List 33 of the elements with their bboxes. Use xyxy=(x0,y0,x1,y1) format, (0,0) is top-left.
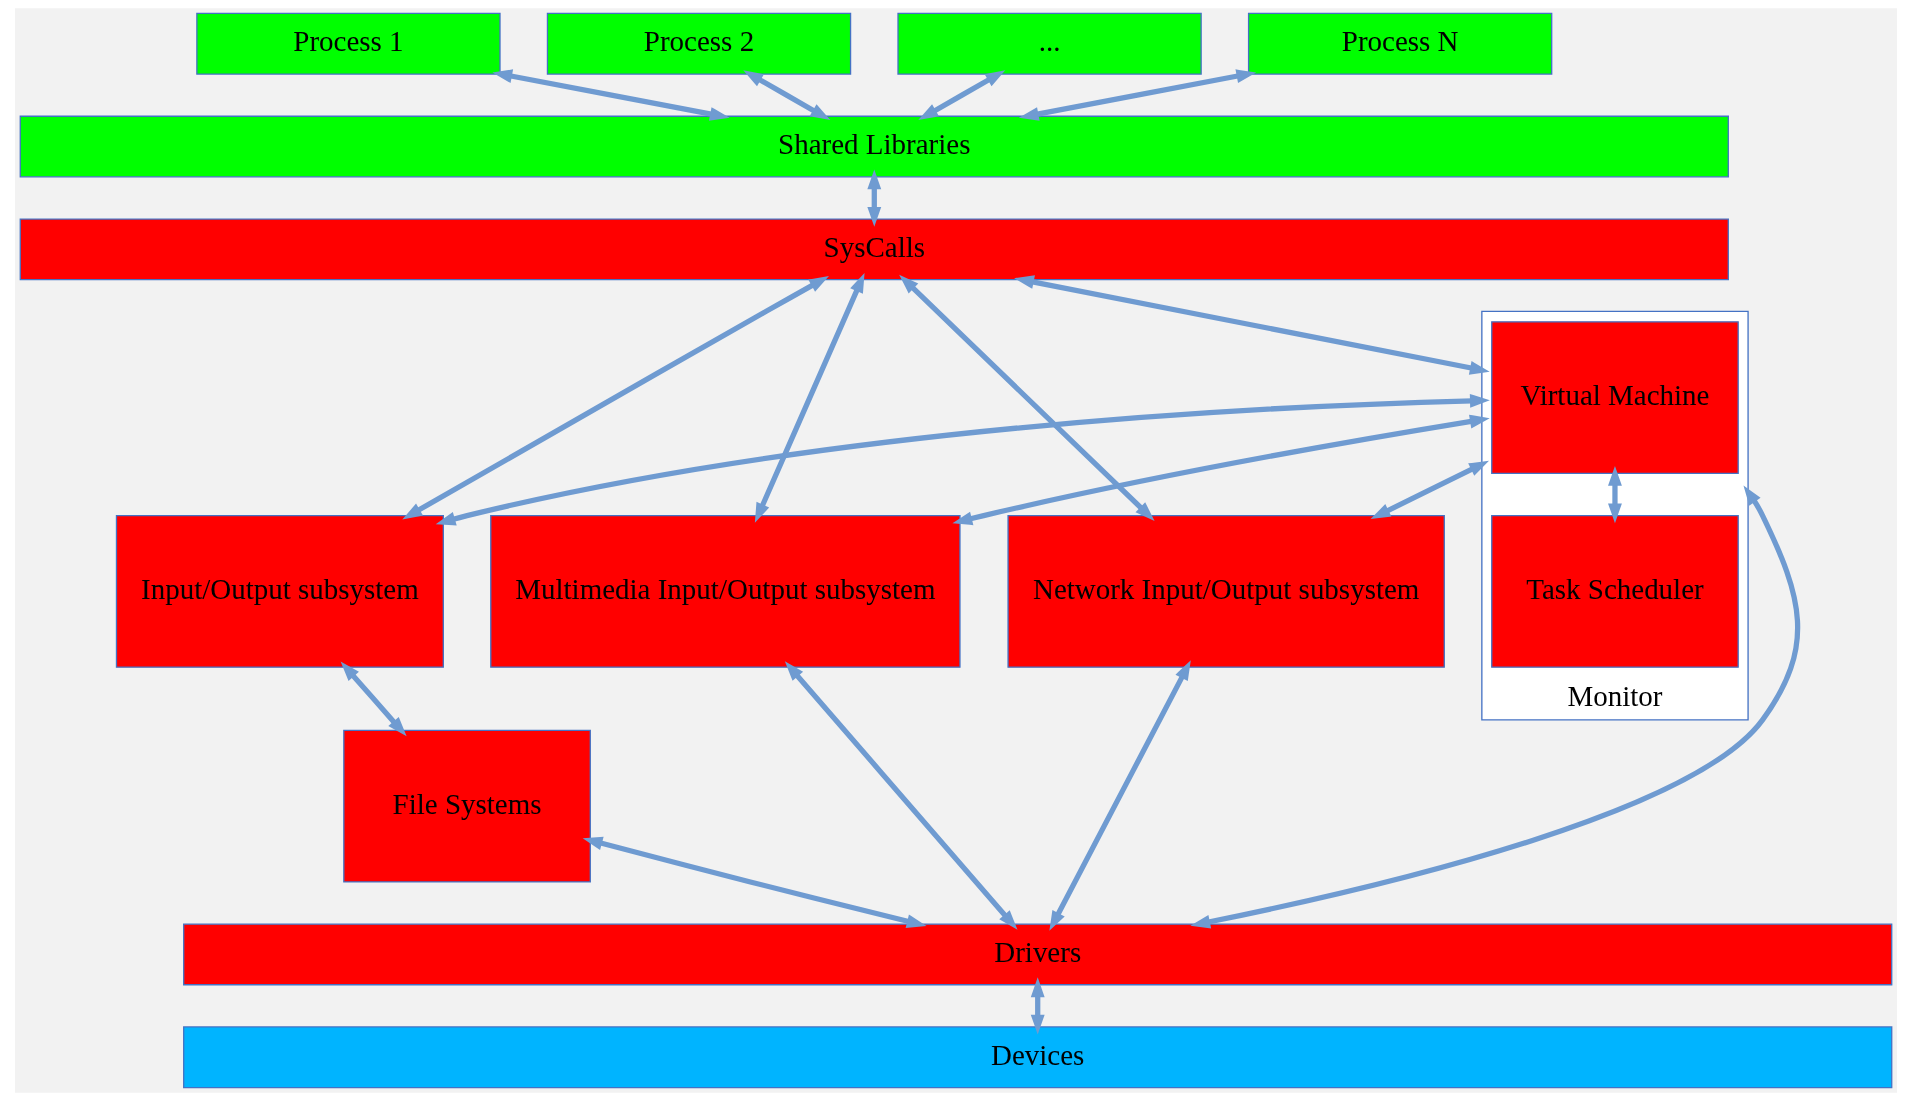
arrow xyxy=(582,836,927,928)
arrow xyxy=(435,393,1490,526)
node-box: Multimedia Input/Output subsystem xyxy=(489,514,961,668)
arrow xyxy=(754,272,865,523)
node-box: Input/Output subsystem xyxy=(115,514,444,668)
node-box: Task Scheduler xyxy=(1490,514,1739,668)
arrow xyxy=(1370,460,1489,520)
arrow xyxy=(866,169,881,227)
node-box: Devices xyxy=(182,1026,1892,1089)
arrow xyxy=(1189,485,1800,929)
node-box: File Systems xyxy=(342,729,591,883)
node-box: Process N xyxy=(1247,12,1552,75)
node-box: Network Input/Output subsystem xyxy=(1006,514,1445,668)
node-box: ... xyxy=(896,12,1202,75)
arrow xyxy=(491,69,730,121)
node-box: SysCalls xyxy=(19,218,1729,281)
arrow xyxy=(917,70,1005,121)
node-box: Process 1 xyxy=(195,12,501,75)
node-box: Process 2 xyxy=(546,12,851,75)
arrow xyxy=(401,275,829,520)
arrow xyxy=(951,414,1490,526)
arrow xyxy=(340,661,407,737)
node-box: Shared Libraries xyxy=(19,115,1729,178)
node-box: Virtual Machine xyxy=(1490,321,1739,475)
arrow xyxy=(1048,660,1191,931)
arrow xyxy=(1607,465,1622,524)
arrow xyxy=(898,274,1155,522)
arrow xyxy=(742,70,830,121)
arrow xyxy=(1018,69,1256,121)
arrow xyxy=(784,661,1017,930)
arrow xyxy=(1030,977,1045,1035)
arrow xyxy=(1013,275,1490,375)
node-box: Drivers xyxy=(182,923,1892,986)
